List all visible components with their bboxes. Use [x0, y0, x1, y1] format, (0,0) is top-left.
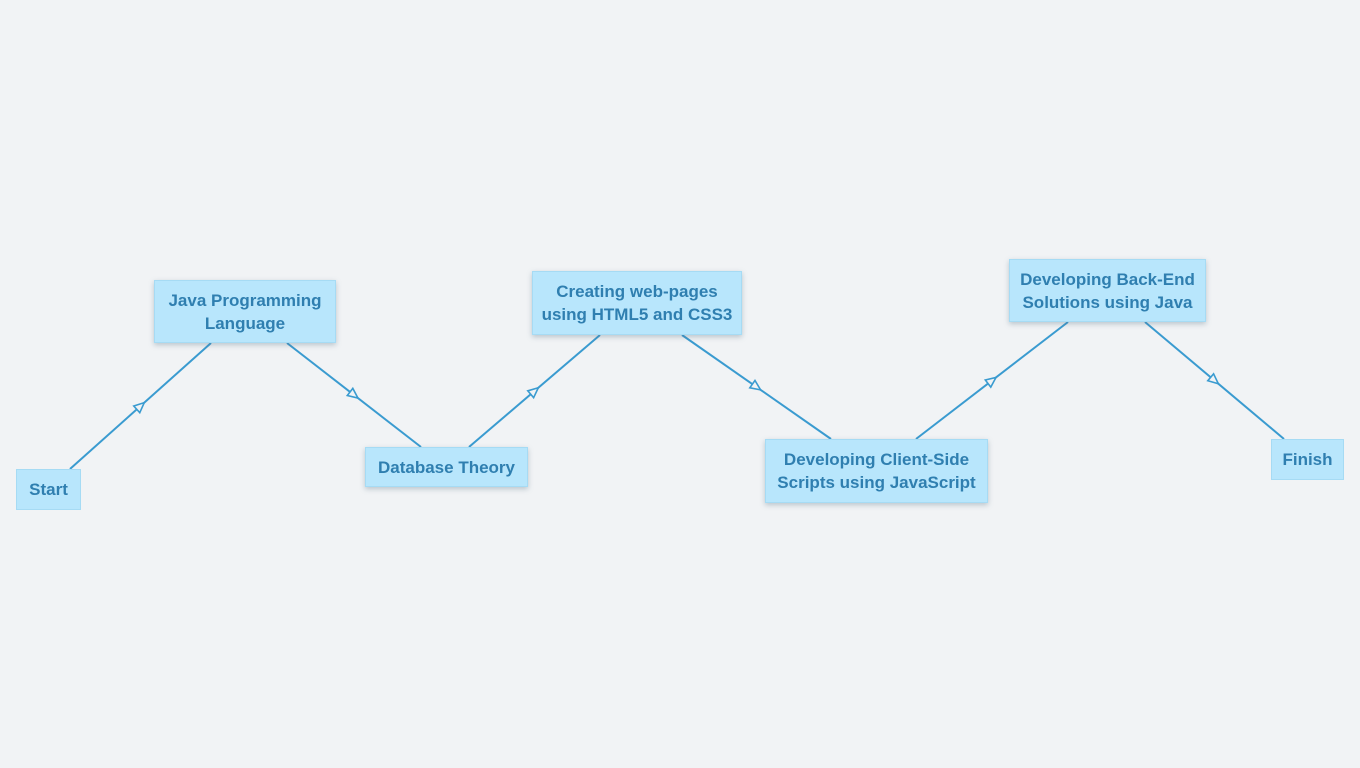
- node-back-end-solutions[interactable]: Developing Back-End Solutions using Java: [1009, 259, 1206, 322]
- node-java-programming-language[interactable]: Java Programming Language: [154, 280, 336, 343]
- arrowhead-icon: [345, 386, 360, 400]
- arrowhead-icon: [132, 401, 146, 415]
- node-client-side-scripts[interactable]: Developing Client-Side Scripts using Jav…: [765, 439, 988, 503]
- node-start[interactable]: Start: [16, 469, 81, 510]
- node-creating-web-pages[interactable]: Creating web-pages using HTML5 and CSS3: [532, 271, 742, 335]
- edge-group: [69, 321, 1285, 470]
- arrowhead-icon: [526, 386, 540, 400]
- node-database-theory[interactable]: Database Theory: [365, 447, 528, 487]
- arrowhead-icon: [748, 378, 763, 391]
- arrowhead-icon: [1206, 372, 1220, 385]
- node-finish[interactable]: Finish: [1271, 439, 1344, 480]
- arrowhead-icon: [983, 376, 998, 389]
